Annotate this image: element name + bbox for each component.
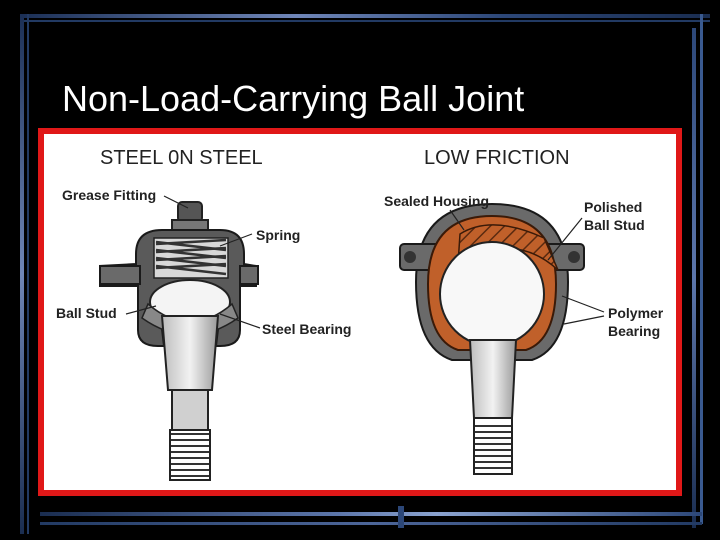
steel-on-steel-heading: STEEL 0N STEEL — [100, 147, 263, 169]
top-accent-bar-thin — [20, 20, 710, 22]
polymer-bearing-label-line2: Bearing — [608, 323, 660, 339]
bottom-accent-bar-thin — [40, 522, 702, 525]
left-accent-bar — [20, 14, 24, 534]
bottom-accent-bar — [40, 512, 702, 516]
right-accent-bar-thin — [700, 14, 703, 524]
low-friction-heading: LOW FRICTION — [424, 147, 570, 169]
right-ball-stud-shape — [468, 339, 518, 419]
left-ball-stud-shape — [160, 315, 220, 391]
spring-shape — [155, 238, 227, 276]
steel-bearing-label: Steel Bearing — [262, 321, 351, 337]
polished-ball-shape — [439, 241, 545, 347]
ball-joint-diagram: STEEL 0N STEEL Grease Fitting Spring Bal… — [56, 147, 664, 481]
polished-ball-stud-label-line2: Ball Stud — [584, 217, 645, 233]
right-accent-bar — [692, 28, 696, 528]
sealed-housing-label: Sealed Housing — [384, 193, 489, 209]
slide-title: Non-Load-Carrying Ball Joint — [62, 78, 525, 119]
low-friction-joint — [399, 202, 585, 475]
left-accent-bar-thin — [27, 14, 29, 534]
spring-label: Spring — [256, 227, 300, 243]
top-accent-bar — [20, 14, 710, 18]
polished-ball-stud-label-line1: Polished — [584, 199, 642, 215]
ball-stud-label: Ball Stud — [56, 305, 117, 321]
steel-on-steel-joint — [99, 201, 259, 481]
bottom-accent-notch — [398, 506, 404, 528]
polymer-bearing-label-line1: Polymer — [608, 305, 664, 321]
ball-joint-figure: STEEL 0N STEEL Grease Fitting Spring Bal… — [44, 134, 676, 490]
grease-fitting-label: Grease Fitting — [62, 187, 156, 203]
